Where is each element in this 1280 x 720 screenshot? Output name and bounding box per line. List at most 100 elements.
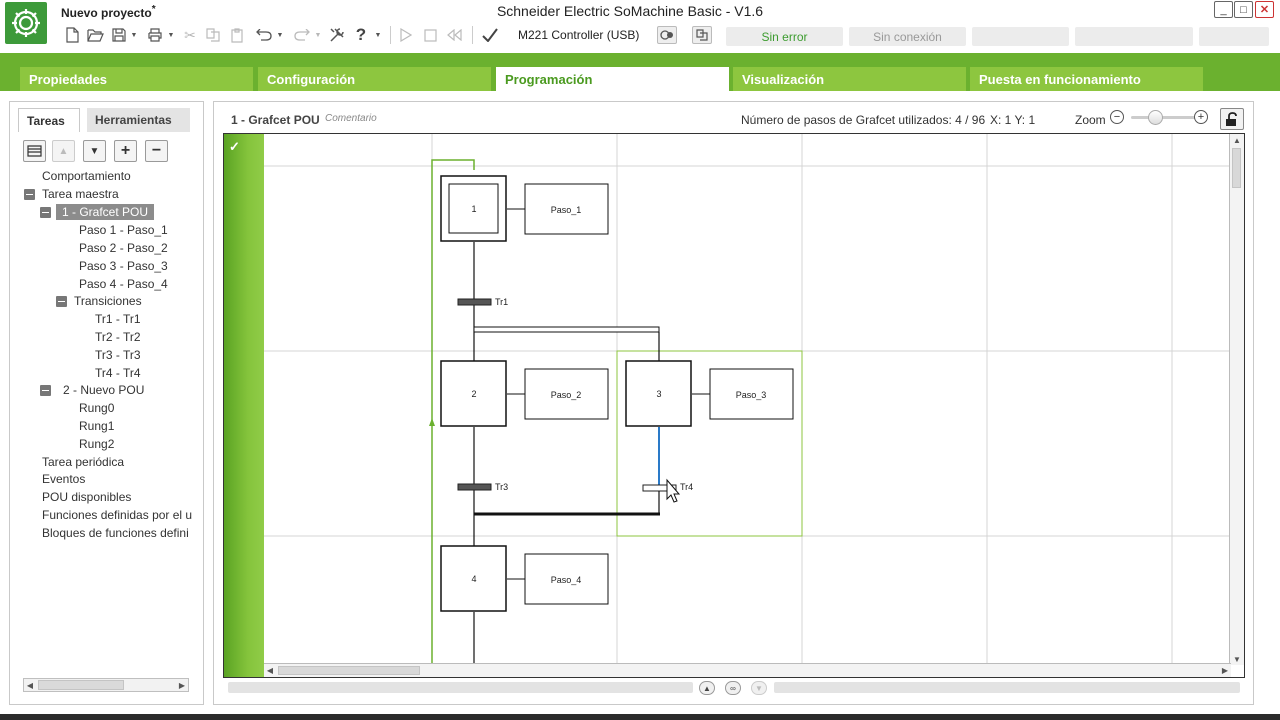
- close-button[interactable]: ✕: [1255, 1, 1274, 18]
- tree-item-tarea-maestra[interactable]: Tarea maestra: [42, 187, 119, 201]
- tree-item-nuevo-pou[interactable]: 2 - Nuevo POU: [63, 383, 145, 397]
- tree-item-paso-2[interactable]: Paso 2 - Paso_2: [79, 241, 168, 255]
- tree-item-tr2[interactable]: Tr2 - Tr2: [95, 330, 141, 344]
- scroll-right-arrow-icon[interactable]: ▶: [1221, 666, 1229, 675]
- step-3-number: 3: [656, 389, 661, 399]
- print-dropdown-icon[interactable]: ▼: [167, 31, 175, 39]
- undo-dropdown-icon[interactable]: ▼: [276, 31, 284, 39]
- collapse-down-icon[interactable]: ▼: [751, 681, 767, 695]
- status-slot-empty: [972, 27, 1069, 46]
- zoom-slider-thumb[interactable]: [1148, 110, 1163, 125]
- connect-icon[interactable]: [657, 26, 677, 44]
- tree-item-tr3[interactable]: Tr3 - Tr3: [95, 348, 141, 362]
- tree-item-transiciones[interactable]: Transiciones: [74, 294, 142, 308]
- open-folder-icon[interactable]: [86, 26, 104, 44]
- stop-icon[interactable]: [423, 26, 437, 44]
- help-icon[interactable]: ?: [355, 25, 367, 44]
- scroll-left-arrow-icon[interactable]: ◀: [26, 680, 34, 690]
- canvas-vertical-scrollbar[interactable]: ▲ ▼: [1229, 134, 1244, 665]
- tab-propiedades[interactable]: Propiedades: [20, 67, 253, 91]
- redo-dropdown-icon[interactable]: ▼: [314, 31, 322, 39]
- tab-herramientas[interactable]: Herramientas: [87, 108, 190, 132]
- action-paso-1[interactable]: [524, 183, 609, 235]
- tree-item-pou-disponibles[interactable]: POU disponibles: [42, 490, 132, 504]
- canvas-horizontal-scrollbar[interactable]: ◀ ▶: [264, 663, 1231, 677]
- tab-programacion[interactable]: Programación: [496, 67, 729, 91]
- zoom-out-button[interactable]: −: [1110, 110, 1124, 124]
- undo-icon[interactable]: [254, 26, 272, 44]
- tree-item-paso-1[interactable]: Paso 1 - Paso_1: [79, 223, 168, 237]
- tree-horizontal-scrollbar[interactable]: ◀ ▶: [23, 678, 189, 692]
- tab-tareas[interactable]: Tareas: [18, 108, 80, 132]
- tree-item-grafcet-pou[interactable]: 1 - Grafcet POU: [56, 204, 155, 220]
- move-down-icon[interactable]: ▼: [83, 140, 106, 162]
- check-program-icon[interactable]: [481, 26, 499, 44]
- tree-item-bloques-funciones[interactable]: Bloques de funciones defini: [42, 526, 189, 540]
- scroll-left-arrow-icon[interactable]: ◀: [266, 666, 274, 675]
- tab-visualizacion[interactable]: Visualización: [733, 67, 966, 91]
- copy-controller-icon[interactable]: [692, 26, 712, 44]
- print-icon[interactable]: [146, 26, 164, 44]
- grafcet-diagram[interactable]: 1 Paso_1 Tr1 2 Paso_2 3: [224, 134, 1245, 678]
- zoom-slider-track[interactable]: [1131, 116, 1195, 119]
- rewind-icon[interactable]: [445, 26, 463, 44]
- redo-icon[interactable]: [293, 26, 311, 44]
- tab-configuracion[interactable]: Configuración: [258, 67, 491, 91]
- scrollbar-thumb[interactable]: [38, 680, 124, 690]
- remove-icon[interactable]: −: [145, 140, 168, 162]
- step-4-box[interactable]: [440, 545, 507, 612]
- tree-item-eventos[interactable]: Eventos: [42, 472, 86, 486]
- scroll-right-arrow-icon[interactable]: ▶: [178, 680, 186, 690]
- paste-icon[interactable]: [229, 26, 245, 44]
- controller-label[interactable]: M221 Controller (USB): [518, 28, 640, 42]
- save-icon[interactable]: [111, 26, 127, 44]
- pou-comment[interactable]: Comentario: [325, 113, 377, 124]
- tree-item-rung1[interactable]: Rung1: [79, 419, 115, 433]
- run-icon[interactable]: [399, 26, 413, 44]
- action-paso-4[interactable]: [524, 553, 609, 605]
- tools-icon[interactable]: [328, 26, 346, 44]
- collapse-icon[interactable]: [40, 385, 51, 396]
- tab-puesta-en-funcionamiento[interactable]: Puesta en funcionamiento: [970, 67, 1203, 91]
- tree-item-paso-4[interactable]: Paso 4 - Paso_4: [79, 277, 168, 291]
- list-view-icon[interactable]: [23, 140, 46, 162]
- scroll-up-arrow-icon[interactable]: ▲: [1233, 135, 1241, 145]
- main-tab-bar: Propiedades Configuración Programación V…: [0, 53, 1280, 91]
- collapse-icon[interactable]: [56, 296, 67, 307]
- tree-item-rung0[interactable]: Rung0: [79, 401, 115, 415]
- maximize-button[interactable]: □: [1234, 1, 1253, 18]
- transition-tr1[interactable]: [457, 298, 492, 306]
- copy-icon[interactable]: [205, 26, 221, 44]
- transition-tr3[interactable]: [457, 483, 492, 491]
- tree-item-tr4[interactable]: Tr4 - Tr4: [95, 366, 141, 380]
- move-up-icon[interactable]: ▲: [52, 140, 75, 162]
- new-file-icon[interactable]: [64, 26, 80, 44]
- tree-item-comportamiento[interactable]: Comportamiento: [42, 169, 131, 183]
- collapse-icon[interactable]: [24, 189, 35, 200]
- tree-item-tr1[interactable]: Tr1 - Tr1: [95, 312, 141, 326]
- save-dropdown-icon[interactable]: ▼: [130, 31, 138, 39]
- step-2-box[interactable]: [440, 360, 507, 427]
- tree-item-paso-3[interactable]: Paso 3 - Paso_3: [79, 259, 168, 273]
- collapse-icon[interactable]: [40, 207, 51, 218]
- step-3-box[interactable]: [625, 360, 692, 427]
- tree-item-rung2[interactable]: Rung2: [79, 437, 115, 451]
- cut-icon[interactable]: ✂: [184, 26, 196, 43]
- step-1-box[interactable]: [440, 175, 507, 242]
- grafcet-canvas[interactable]: ✓: [223, 133, 1245, 678]
- app-logo-gear-icon[interactable]: [5, 2, 47, 44]
- add-icon[interactable]: +: [114, 140, 137, 162]
- help-dropdown-icon[interactable]: ▼: [374, 31, 382, 39]
- scrollbar-thumb[interactable]: [1232, 148, 1241, 188]
- scrollbar-thumb[interactable]: [278, 666, 420, 675]
- action-paso-2[interactable]: [524, 368, 609, 420]
- action-paso-3[interactable]: [709, 368, 794, 420]
- link-icon[interactable]: ∞: [725, 681, 741, 695]
- unlock-icon[interactable]: [1220, 108, 1244, 130]
- scroll-down-arrow-icon[interactable]: ▼: [1233, 654, 1241, 664]
- tree-item-funciones-definidas[interactable]: Funciones definidas por el u: [42, 508, 192, 522]
- collapse-up-icon[interactable]: ▲: [699, 681, 715, 695]
- minimize-button[interactable]: _: [1214, 1, 1233, 18]
- zoom-in-button[interactable]: +: [1194, 110, 1208, 124]
- tree-item-tarea-periodica[interactable]: Tarea periódica: [42, 455, 125, 469]
